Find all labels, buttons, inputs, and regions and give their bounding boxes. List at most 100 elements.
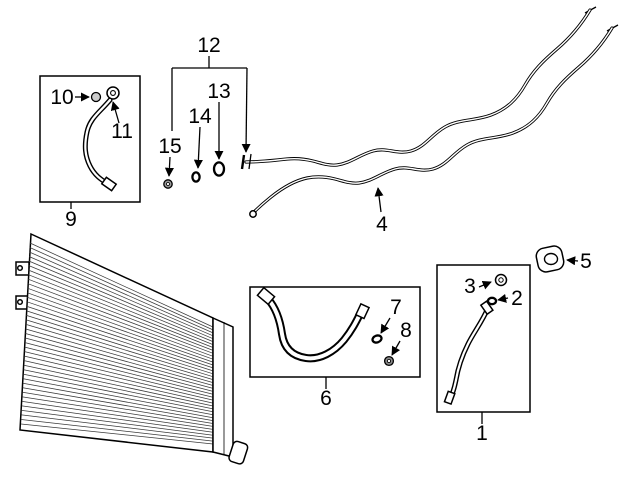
radiator-fin [25, 328, 214, 383]
leader-8 [391, 340, 401, 356]
leader-14 [193, 126, 203, 169]
radiator-fin [25, 342, 214, 392]
leader-lines [70, 56, 579, 424]
callout-2-label: 2 [511, 287, 523, 310]
radiator-fin [22, 401, 214, 430]
radiator-left-tab-hole [16, 298, 24, 306]
radiator-fin [22, 396, 214, 427]
radiator-tank-cap [228, 440, 249, 465]
lower-pipe-highlight [252, 27, 613, 214]
bolt-part-3-head [498, 277, 504, 283]
callout-6-label: 6 [320, 387, 332, 410]
cooler-pipes-illustration [240, 6, 619, 218]
radiator-fin [23, 364, 214, 407]
radiator-fin [25, 333, 214, 386]
oring-part-13 [212, 161, 226, 177]
radiator-fin [26, 319, 214, 378]
part-9-hose-end-fitting [100, 176, 118, 192]
radiator-fin [24, 351, 214, 398]
nut-part-15-hole [166, 182, 170, 186]
callout-10-label: 10 [50, 86, 73, 109]
lower-pipe [251, 26, 614, 215]
callout-5-label: 5 [580, 250, 592, 273]
grommet-part-5-hole [543, 252, 559, 266]
part-9-box-group [39, 75, 141, 203]
radiator-fin [24, 360, 214, 404]
part-1-box-group [436, 264, 531, 413]
upper-pipe-flange [248, 153, 252, 170]
callout-12-label: 12 [197, 34, 220, 57]
bolt-part-10-target [90, 91, 102, 103]
radiator-fin [29, 247, 214, 331]
radiator-fin [27, 292, 214, 360]
radiator-fin [25, 337, 214, 389]
upper-pipe-flange [240, 154, 246, 170]
callout-8-label: 8 [400, 319, 412, 342]
radiator-tank [212, 316, 234, 458]
radiator-fin [29, 251, 214, 334]
lower-pipe-end-fitting [249, 210, 257, 218]
radiator-fin [23, 373, 214, 413]
leader-5 [566, 256, 579, 266]
leader-3 [478, 280, 492, 290]
radiator-fin [22, 387, 214, 421]
radiator-fin [21, 419, 214, 442]
radiator-fin [25, 324, 214, 380]
radiator-fin [26, 310, 214, 372]
radiator-fin [27, 287, 214, 357]
radiator-fin [22, 382, 214, 419]
radiator-fin [26, 315, 214, 375]
callout-3-label: 3 [464, 275, 476, 298]
oring-part-14 [191, 171, 201, 183]
upper-pipe [244, 8, 592, 167]
radiator-fin [23, 378, 214, 416]
radiator-fin [28, 269, 214, 345]
radiator-fins [20, 242, 214, 445]
callout-14-label: 14 [188, 105, 212, 128]
radiator-fin [23, 369, 214, 410]
radiator-fin [21, 410, 214, 436]
callout-15-label: 15 [158, 135, 181, 158]
part-1-hose-end-fitting [443, 390, 456, 406]
radiator-fin [28, 265, 214, 342]
radiator-fin [27, 296, 214, 363]
oring-part-7 [371, 334, 383, 344]
radiator-fin [22, 391, 214, 424]
part-6-box-group [249, 286, 421, 378]
grommet-part-11-target [106, 86, 120, 100]
radiator-fin [28, 274, 214, 348]
radiator-fin [21, 405, 214, 433]
part-6-hose-highlight [266, 297, 362, 361]
part-1-hose-highlight [448, 306, 490, 400]
leader-11 [110, 101, 120, 124]
radiator-fin [29, 242, 214, 328]
radiator-fin [21, 414, 214, 439]
callout-1-label: 1 [476, 422, 488, 445]
radiator-fin [29, 256, 214, 337]
leader-7 [380, 317, 391, 334]
pipe-end-seals [163, 161, 226, 189]
radiator-fin [28, 278, 214, 351]
part-9-box [39, 75, 141, 203]
nut-part-8-hole [386, 358, 391, 363]
leader-2 [497, 293, 509, 303]
radiator-fin [28, 260, 214, 340]
callout-labels: 10 11 9 12 13 14 15 4 6 7 8 1 2 3 5 [50, 34, 592, 445]
part-6-fitting-left [256, 286, 276, 306]
upper-pipe-highlight [245, 9, 591, 166]
leader-4 [374, 187, 384, 213]
radiator-illustration [15, 232, 249, 465]
radiator-fin [26, 301, 214, 366]
part-6-fitting-right [354, 302, 371, 320]
oring-part-2 [486, 296, 498, 306]
part-5-grommet [535, 245, 565, 273]
part-9-hose-highlight [84, 98, 112, 186]
radiator-left-tab-hole [16, 264, 24, 272]
radiator-fin [27, 283, 214, 354]
leader-15 [164, 156, 174, 177]
grommet-part-11-hole [110, 90, 116, 96]
callout-13-label: 13 [207, 80, 230, 103]
callout-11-label: 11 [111, 120, 133, 143]
